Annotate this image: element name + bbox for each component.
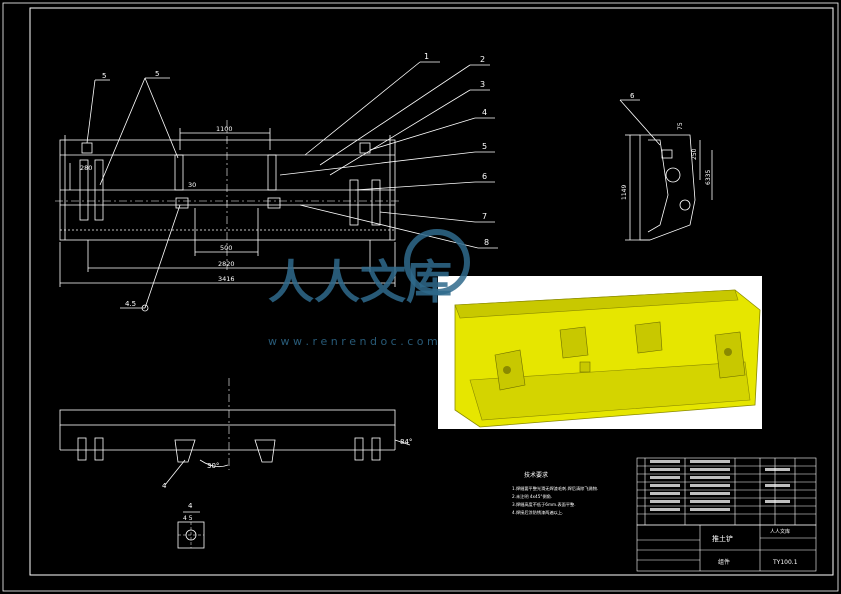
dim-6335: 6335 bbox=[705, 170, 712, 185]
material: 组件 bbox=[718, 558, 730, 566]
tech-note-3: 3.焊缝高度不低于6mm.表面平整. bbox=[512, 501, 576, 508]
inner-frame bbox=[29, 7, 834, 576]
angle-bottom: 30° bbox=[207, 462, 219, 470]
angle-right: 84° bbox=[400, 438, 412, 446]
dim-top-width: 1100 bbox=[216, 125, 233, 133]
dim-height: 1149 bbox=[621, 185, 628, 200]
tech-note-4: 4.焊接后涂防锈漆两遍以上. bbox=[512, 509, 563, 516]
callout-6: 6 bbox=[482, 172, 487, 181]
plan-view bbox=[59, 378, 411, 486]
detail-view bbox=[177, 511, 205, 549]
callout-1: 1 bbox=[424, 52, 429, 61]
drawing-no: TY100.1 bbox=[772, 559, 798, 566]
watermark: 人人文库 w w w . r e n r e n d o c . c o m bbox=[268, 229, 470, 348]
callout-4: 4 bbox=[482, 108, 487, 117]
tech-notes: 技术要求 1.焊缝要平整光滑无焊渣毛刺.焊后清除飞溅物. 2.未注明 4x45°… bbox=[512, 471, 598, 516]
tech-note-2: 2.未注明 4x45°倒角. bbox=[512, 493, 552, 500]
detail-label-2: 4 5 bbox=[183, 515, 193, 522]
side-view-labels: 6 75 250 6335 1149 bbox=[621, 92, 712, 200]
dim-inner-width: 2820 bbox=[218, 260, 235, 268]
dim-overall-width: 3416 bbox=[218, 275, 235, 283]
tech-note-1: 1.焊缝要平整光滑无焊渣毛刺.焊后清除飞溅物. bbox=[512, 485, 598, 492]
title-block bbox=[636, 524, 817, 572]
drawing-name: 推土铲 bbox=[712, 534, 733, 543]
weld-symbol-1: 5 bbox=[102, 72, 106, 80]
side-callout-6: 6 bbox=[630, 92, 635, 100]
dim-left-height: 280 bbox=[80, 164, 92, 172]
tech-notes-title: 技术要求 bbox=[524, 471, 548, 479]
weld-symbol-3: 4.5 bbox=[125, 300, 136, 308]
company: 人人文库 bbox=[770, 528, 790, 535]
dim-250: 250 bbox=[691, 148, 698, 160]
plan-view-labels: 84° 30° 4 bbox=[162, 438, 412, 490]
callout-5: 5 bbox=[482, 142, 487, 151]
dim-center: 500 bbox=[220, 244, 232, 252]
callout-3: 3 bbox=[480, 80, 485, 89]
weld-symbol-2: 5 bbox=[155, 70, 159, 78]
callout-8: 8 bbox=[484, 238, 489, 247]
render-3d bbox=[438, 276, 762, 429]
detail-label: 4 bbox=[188, 502, 193, 510]
watermark-text: 人人文库 bbox=[268, 255, 452, 309]
dim-75: 75 bbox=[677, 122, 684, 130]
callout-7: 7 bbox=[482, 212, 487, 221]
side-view bbox=[619, 99, 713, 241]
front-view-labels: 1 2 3 4 5 6 7 8 1100 280 30 500 2820 341… bbox=[80, 52, 489, 308]
front-view bbox=[55, 61, 498, 312]
plan-callout-4: 4 bbox=[162, 482, 167, 490]
callout-2: 2 bbox=[480, 55, 485, 64]
dim-small: 30 bbox=[188, 181, 196, 189]
watermark-url: w w w . r e n r e n d o c . c o m bbox=[268, 335, 438, 348]
parts-list-fill bbox=[650, 460, 790, 511]
